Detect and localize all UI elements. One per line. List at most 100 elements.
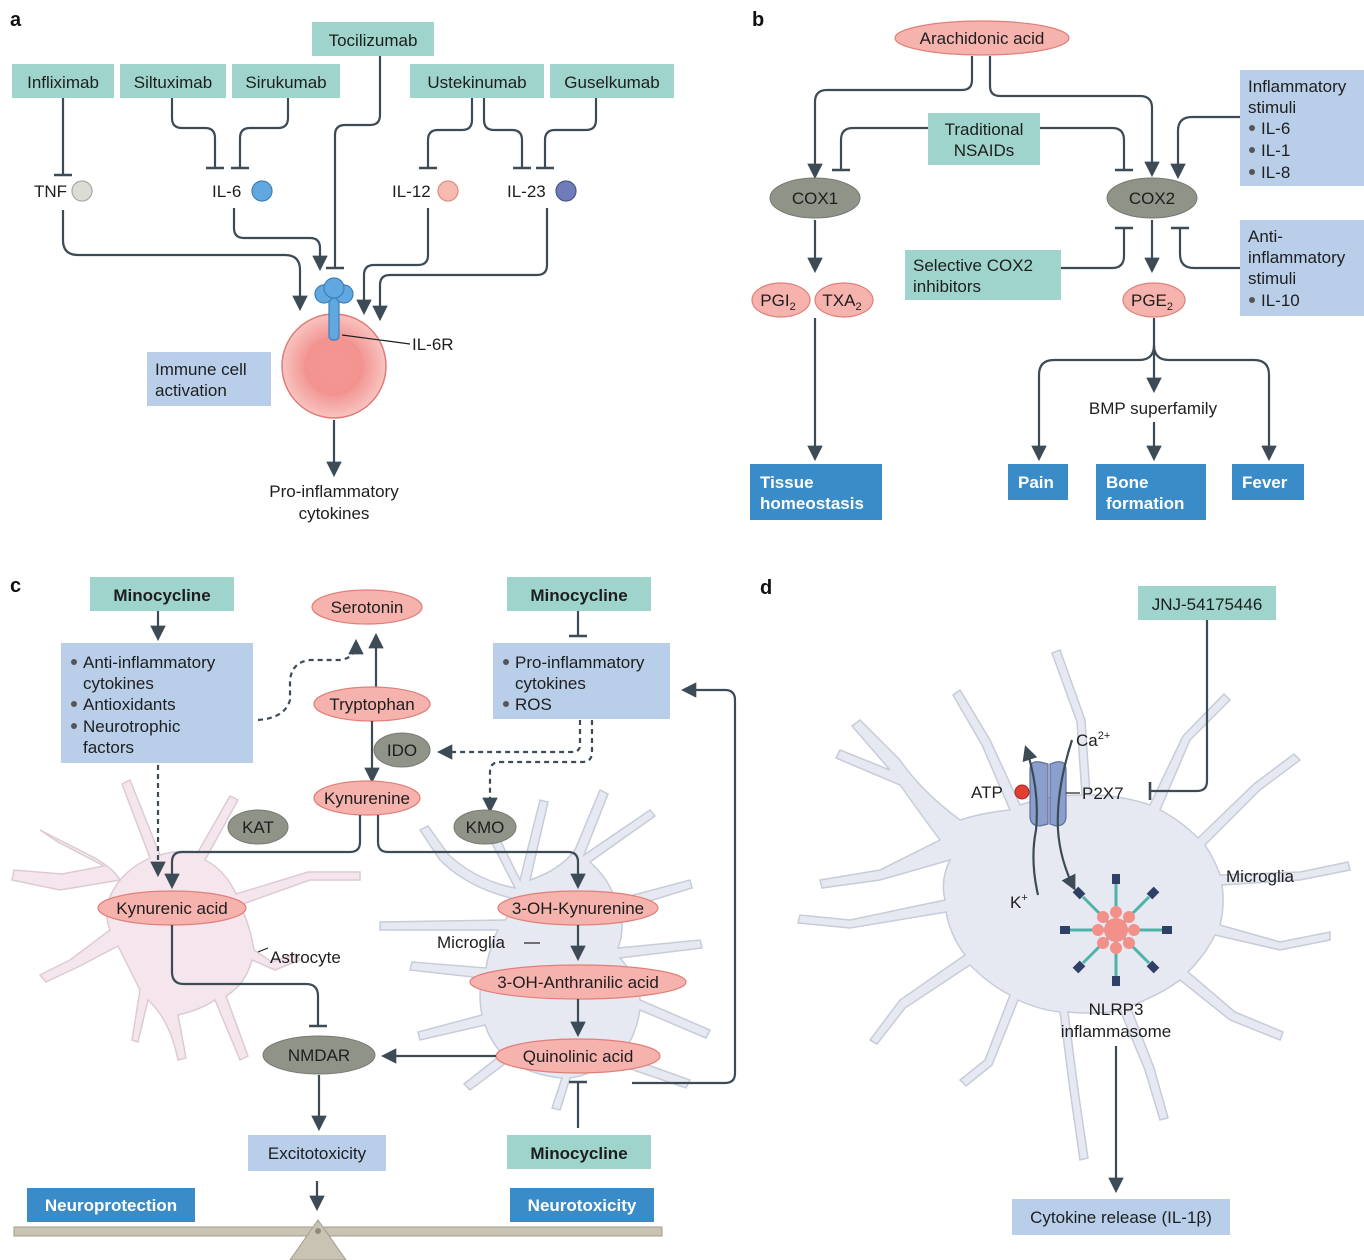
minocycline-box-left: Minocycline: [90, 577, 234, 611]
activation-line2: activation: [155, 381, 227, 400]
kynurenine-label: Kynurenine: [324, 789, 410, 808]
inflam-item-2: IL-1: [1261, 141, 1290, 160]
kmo-label: KMO: [466, 818, 505, 837]
fever-label: Fever: [1242, 473, 1288, 492]
astrocyte-label: Astrocyte: [270, 948, 341, 967]
nmdar-label: NMDAR: [288, 1046, 350, 1065]
guselkumab-box: Guselkumab: [550, 64, 674, 98]
dashed-arrow-pro-kmo: [482, 720, 594, 814]
minocycline-box-right: Minocycline: [507, 577, 651, 611]
inflam-title-2: stimuli: [1248, 98, 1296, 117]
immune-activation-box: Immune cell activation: [147, 352, 271, 406]
oh-kynurenine-node: 3-OH-Kynurenine: [497, 890, 659, 926]
quinolinic-label: Quinolinic acid: [523, 1047, 634, 1066]
panel-b-letter: b: [752, 9, 764, 31]
anti-inflammatory-box: Anti-inflammatory cytokines Antioxidants…: [61, 643, 253, 763]
tocilizumab-label: Tocilizumab: [329, 31, 418, 50]
panel-a-letter: a: [10, 9, 22, 31]
arrow-aa-cox1: [807, 56, 974, 180]
microglia-d-label: Microglia: [1226, 867, 1295, 886]
left-box-item-1b: cytokines: [83, 674, 154, 693]
siltuximab-box: Siltuximab: [120, 64, 226, 98]
kat-node: KAT: [227, 809, 289, 845]
arrow-kyn-kynurenic: [164, 815, 362, 890]
inhibit-anti-cox2: [1178, 228, 1240, 270]
arrow-pge2-pain: [1031, 318, 1156, 462]
kynurenic-label: Kynurenic acid: [116, 899, 228, 918]
nsaids-line1: Traditional: [945, 120, 1024, 139]
nsaids-box: Traditional NSAIDs: [928, 113, 1040, 165]
pgi-label: PGI: [760, 291, 789, 310]
anti-title-3: stimuli: [1248, 269, 1296, 288]
output-line1: Pro-inflammatory: [269, 482, 399, 501]
pge-sub: 2: [1167, 301, 1173, 313]
nlrp3-line1: NLRP3: [1089, 1000, 1144, 1019]
arrow-k-out: [1022, 745, 1040, 896]
ustekinumab-label: Ustekinumab: [427, 73, 526, 92]
cox2-node: COX2: [1106, 177, 1198, 219]
panel-c-letter: c: [10, 575, 21, 597]
oh-kynurenine-label: 3-OH-Kynurenine: [512, 899, 644, 918]
arrow-pge2-fever: [1152, 344, 1277, 462]
txa-label: TXA: [822, 291, 856, 310]
nsaids-line2: NSAIDs: [954, 141, 1014, 160]
tissue-homeostasis-box: Tissue homeostasis: [750, 464, 882, 520]
activation-line1: Immune cell: [155, 360, 247, 379]
left-box-item-3a: Neurotrophic: [83, 717, 181, 736]
arrow-il6-receptor: [232, 208, 328, 272]
inhibit-tocilizumab-il6r: [333, 56, 382, 268]
sirukumab-box: Sirukumab: [232, 64, 340, 98]
atp-icon: [1014, 784, 1030, 800]
panel-a: a Infliximab Siltuximab Sirukumab Tocili…: [10, 9, 674, 523]
pro-inflammatory-box: Pro-inflammatory cytokines ROS: [493, 643, 670, 719]
jnj-label: JNJ-54175446: [1152, 595, 1263, 614]
neurotoxicity-label: Neurotoxicity: [528, 1196, 637, 1215]
arachidonic-label: Arachidonic acid: [920, 29, 1045, 48]
output-line2: cytokines: [299, 504, 370, 523]
ca-label: Ca2+: [1076, 730, 1110, 750]
cox1-label: COX1: [792, 189, 838, 208]
microglia-shape-d: [797, 649, 1351, 1161]
p2x7-label: P2X7: [1082, 784, 1124, 803]
arachidonic-acid-node: Arachidonic acid: [894, 20, 1070, 56]
left-box-item-1a: Anti-inflammatory: [83, 653, 216, 672]
pain-label: Pain: [1018, 473, 1054, 492]
tissue-line1: Tissue: [760, 473, 814, 492]
il12-label: IL-12: [392, 182, 431, 201]
txa2-node: TXA2: [814, 282, 874, 318]
kat-label: KAT: [242, 818, 274, 837]
panel-b: b Arachidonic acid Traditional NSAIDs In…: [750, 9, 1364, 520]
cytokine-release-box: Cytokine release (IL-1β): [1012, 1199, 1230, 1235]
inhibit-siltuximab-il6: [170, 98, 217, 168]
neuroprotection-label: Neuroprotection: [45, 1196, 177, 1215]
anti-item-1: IL-10: [1261, 291, 1300, 310]
right-box-item-1a: Pro-inflammatory: [515, 653, 645, 672]
il23-icon: [555, 180, 577, 202]
ido-node: IDO: [373, 732, 431, 768]
il12-icon: [437, 180, 459, 202]
inflammatory-stimuli-box: Inflammatory stimuli IL-6 IL-1 IL-8: [1240, 70, 1364, 186]
il6-label: IL-6: [212, 182, 241, 201]
oh-anthranilic-node: 3-OH-Anthranilic acid: [469, 964, 687, 1000]
tnf-icon: [71, 180, 93, 202]
infliximab-label: Infliximab: [27, 73, 99, 92]
inflam-title-1: Inflammatory: [1248, 77, 1347, 96]
atp-label: ATP: [971, 783, 1003, 802]
arrow-il23-cell: [372, 208, 549, 322]
svg-text:TXA2: TXA2: [822, 291, 861, 313]
pain-box: Pain: [1008, 464, 1068, 500]
neuroprotection-box: Neuroprotection: [27, 1188, 195, 1222]
left-box-item-2: Antioxidants: [83, 695, 176, 714]
inflam-item-3: IL-8: [1261, 163, 1290, 182]
svg-text:PGE2: PGE2: [1131, 291, 1173, 313]
anti-title-1: Anti-: [1248, 227, 1283, 246]
arrow-quin-feedback: [632, 682, 737, 1085]
il6r-label: IL-6R: [412, 335, 454, 354]
inhibit-nsaids-cox1: [839, 126, 928, 170]
pgi2-node: PGI2: [751, 282, 811, 318]
inhibit-nsaids-cox2: [1040, 126, 1126, 170]
right-box-item-2: ROS: [515, 695, 552, 714]
kmo-node: KMO: [453, 809, 517, 845]
inhibit-sirukumab-il6: [238, 98, 290, 168]
arrow-ca-in: [1056, 739, 1076, 891]
